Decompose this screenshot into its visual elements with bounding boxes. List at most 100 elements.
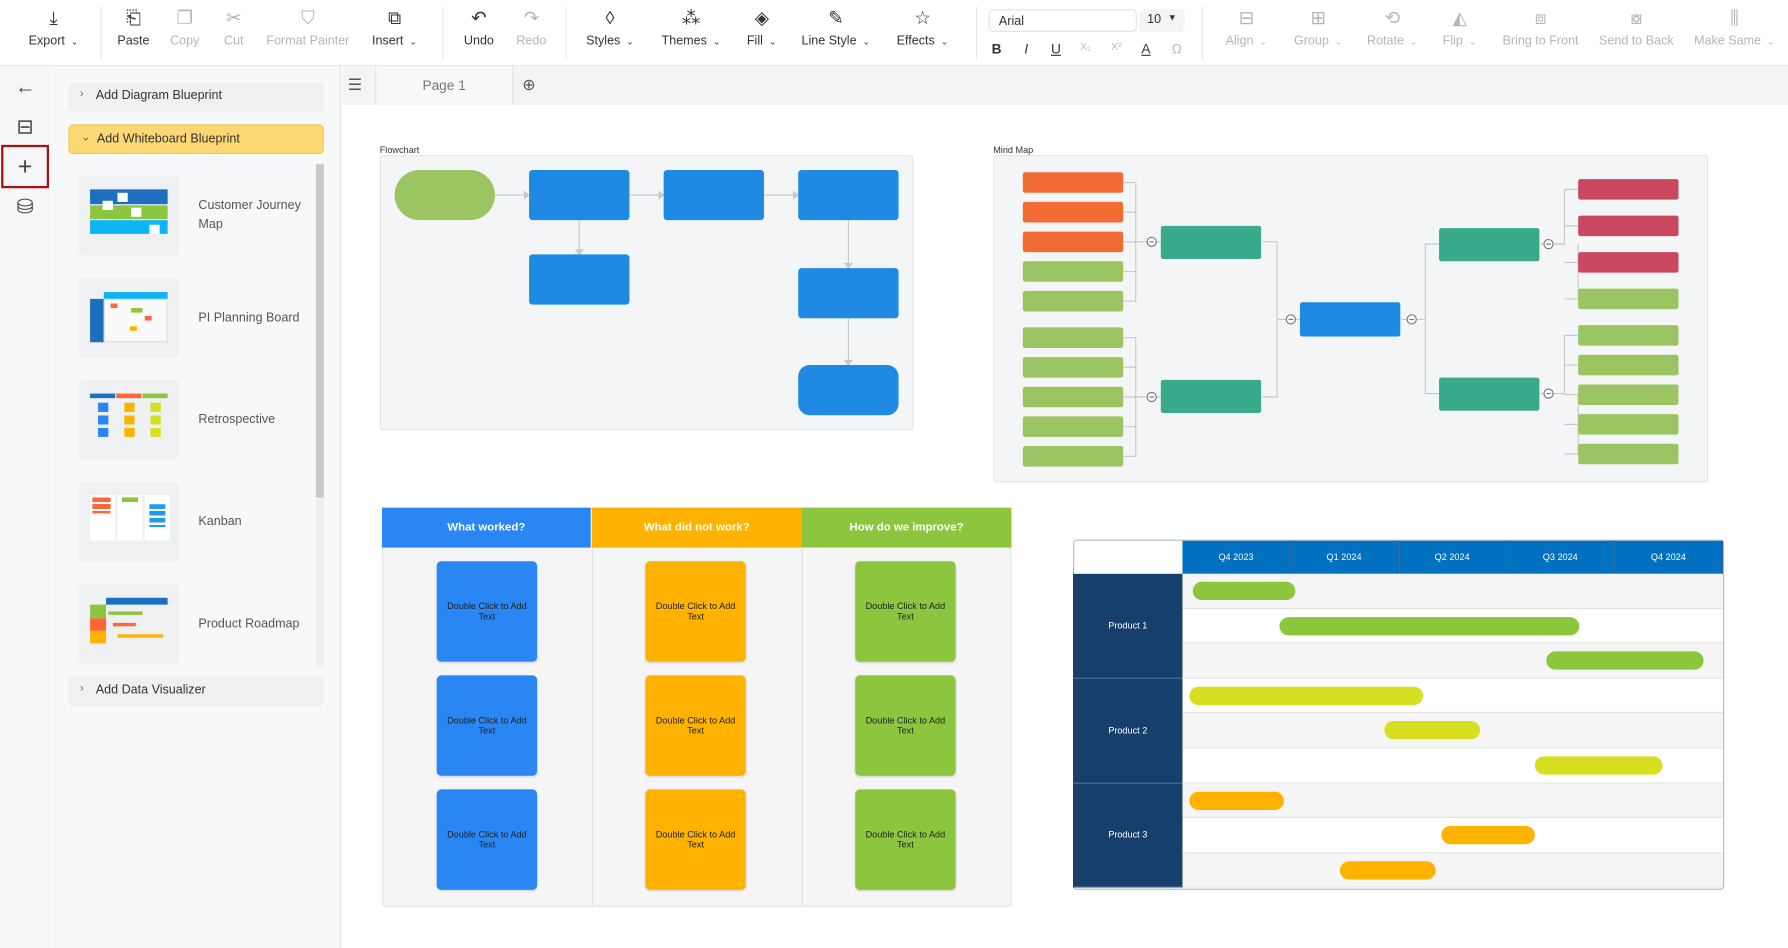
mindmap-topic[interactable]	[1022, 446, 1124, 467]
flowchart-process[interactable]	[529, 254, 630, 305]
make-same-button[interactable]: ⫼Make Same ⌄	[1692, 7, 1776, 57]
mindmap-topic[interactable]	[1578, 443, 1679, 465]
roadmap-bar[interactable]	[1545, 651, 1704, 670]
flowchart-process[interactable]	[798, 169, 899, 221]
roadmap-bar[interactable]	[1534, 756, 1663, 775]
roadmap-bar[interactable]	[1188, 686, 1424, 705]
sticky-note[interactable]: Double Click to Add Text	[645, 789, 746, 890]
superscript-icon[interactable]: X²	[1111, 41, 1122, 53]
sticky-note[interactable]: Double Click to Add Text	[855, 561, 956, 662]
omega-icon[interactable]: Ω	[1171, 41, 1182, 58]
send-to-back-button[interactable]: ⧇Send to Back	[1595, 7, 1677, 57]
format-painter-button[interactable]: ⛉Format Painter	[265, 7, 352, 57]
undo-button[interactable]: ↶Undo	[461, 7, 497, 57]
mindmap-topic[interactable]	[1578, 179, 1679, 200]
flowchart-process[interactable]	[663, 169, 765, 221]
sticky-note[interactable]: Double Click to Add Text	[855, 675, 956, 776]
roadmap-bar[interactable]	[1188, 791, 1285, 810]
fill-button[interactable]: ◈Fill ⌄	[741, 7, 782, 57]
sticky-note[interactable]: Double Click to Add Text	[645, 561, 746, 662]
roadmap-bar[interactable]	[1340, 861, 1436, 880]
mindmap-topic[interactable]	[1578, 252, 1679, 273]
bring-to-front-button[interactable]: ⧈Bring to Front	[1498, 7, 1582, 57]
panel-scrollbar[interactable]	[315, 164, 324, 667]
mindmap-subtopic[interactable]	[1439, 228, 1540, 262]
font-family-select[interactable]: Arial	[988, 9, 1137, 32]
mindmap-topic[interactable]	[1022, 172, 1124, 193]
database-icon[interactable]: ⛁	[16, 195, 34, 218]
redo-button[interactable]: ↷Redo	[513, 7, 549, 57]
roadmap-bar[interactable]	[1384, 721, 1480, 740]
line-style-button[interactable]: ✎Line Style ⌄	[798, 7, 873, 57]
cut-button[interactable]: ✂Cut	[217, 7, 251, 57]
mindmap-central-topic[interactable]	[1299, 302, 1401, 337]
subscript-icon[interactable]: X₂	[1080, 41, 1091, 53]
mindmap-topic[interactable]	[1022, 201, 1124, 223]
mindmap-subtopic[interactable]	[1160, 379, 1262, 413]
mindmap-topic[interactable]	[1022, 386, 1124, 408]
mindmap-topic[interactable]	[1578, 354, 1679, 376]
section-add-data-visualizer[interactable]: ›Add Data Visualizer	[68, 676, 324, 707]
sticky-note[interactable]: Double Click to Add Text	[436, 675, 538, 776]
flip-button[interactable]: ◭Flip ⌄	[1437, 7, 1483, 57]
themes-button[interactable]: ⁂Themes ⌄	[658, 7, 724, 57]
styles-button[interactable]: ◊Styles ⌄	[584, 7, 636, 57]
sticky-note[interactable]: Double Click to Add Text	[436, 789, 538, 890]
add-page-icon[interactable]: ⊕	[522, 75, 536, 94]
insert-button[interactable]: ⧉Insert ⌄	[367, 7, 422, 57]
template-kanban[interactable]: Kanban	[78, 481, 307, 562]
tab-page-1[interactable]: Page 1	[375, 66, 514, 105]
quarter-header: Q1 2024	[1290, 540, 1399, 574]
copy-button[interactable]: ❐Copy	[165, 7, 204, 57]
italic-icon[interactable]: I	[1024, 41, 1029, 58]
group-button[interactable]: ⊞Group ⌄	[1290, 7, 1347, 57]
font-size-select[interactable]: 10▼	[1139, 9, 1185, 32]
underline-icon[interactable]: U	[1050, 41, 1061, 58]
scrollbar-thumb[interactable]	[315, 164, 324, 498]
chevron-right-icon: ›	[79, 682, 84, 695]
plus-icon[interactable]: +	[1, 144, 50, 189]
template-retrospective[interactable]: Retrospective	[78, 379, 307, 460]
flowchart-process[interactable]	[529, 169, 630, 221]
mindmap-topic[interactable]	[1022, 357, 1124, 378]
rotate-button[interactable]: ⟲Rotate ⌄	[1364, 7, 1421, 57]
template-product-roadmap[interactable]: Product Roadmap	[78, 584, 307, 664]
mindmap-topic[interactable]	[1578, 384, 1679, 405]
fill-bucket-icon: ◈	[754, 9, 769, 29]
bold-icon[interactable]: B	[991, 41, 1002, 58]
align-button[interactable]: ⊟Align ⌄	[1221, 7, 1271, 57]
button-label: Align ⌄	[1225, 34, 1268, 48]
mindmap-topic[interactable]	[1578, 215, 1679, 237]
section-add-whiteboard-blueprint[interactable]: ⌄Add Whiteboard Blueprint	[68, 124, 324, 155]
mindmap-topic[interactable]	[1022, 290, 1124, 312]
roadmap-bar[interactable]	[1440, 826, 1535, 845]
sticky-note[interactable]: Double Click to Add Text	[645, 675, 746, 776]
download-icon: ⤓	[49, 9, 58, 29]
roadmap-bar[interactable]	[1193, 581, 1295, 601]
briefcase-icon[interactable]: ⊟	[16, 115, 34, 139]
mindmap-topic[interactable]	[1578, 288, 1679, 310]
roadmap-bar[interactable]	[1279, 616, 1580, 635]
font-color-icon[interactable]: A	[1141, 41, 1151, 58]
export-button[interactable]: ⤓Export ⌄	[25, 7, 82, 57]
page-list-icon[interactable]: ☰	[347, 75, 363, 94]
sticky-note[interactable]: Double Click to Add Text	[855, 789, 956, 890]
mindmap-topic[interactable]	[1022, 261, 1124, 282]
mindmap-topic[interactable]	[1022, 231, 1124, 253]
sticky-note[interactable]: Double Click to Add Text	[436, 561, 538, 662]
flowchart-end[interactable]	[798, 365, 899, 416]
mindmap-topic[interactable]	[1578, 414, 1679, 435]
flowchart-start-terminator[interactable]	[394, 169, 495, 221]
paste-button[interactable]: ⎗Paste	[112, 7, 155, 57]
template-pi-planning-board[interactable]: PI Planning Board	[78, 278, 307, 359]
effects-button[interactable]: ☆Effects ⌄	[891, 7, 955, 57]
mindmap-subtopic[interactable]	[1439, 377, 1540, 411]
mindmap-topic[interactable]	[1022, 327, 1124, 348]
mindmap-subtopic[interactable]	[1160, 225, 1262, 259]
template-customer-journey-map[interactable]: Customer Journey Map	[78, 175, 307, 256]
mindmap-topic[interactable]	[1022, 416, 1124, 437]
section-add-diagram-blueprint[interactable]: ›Add Diagram Blueprint	[68, 82, 324, 112]
back-arrow-icon[interactable]: ←	[14, 75, 36, 99]
mindmap-topic[interactable]	[1578, 325, 1679, 346]
flowchart-process[interactable]	[798, 268, 899, 319]
